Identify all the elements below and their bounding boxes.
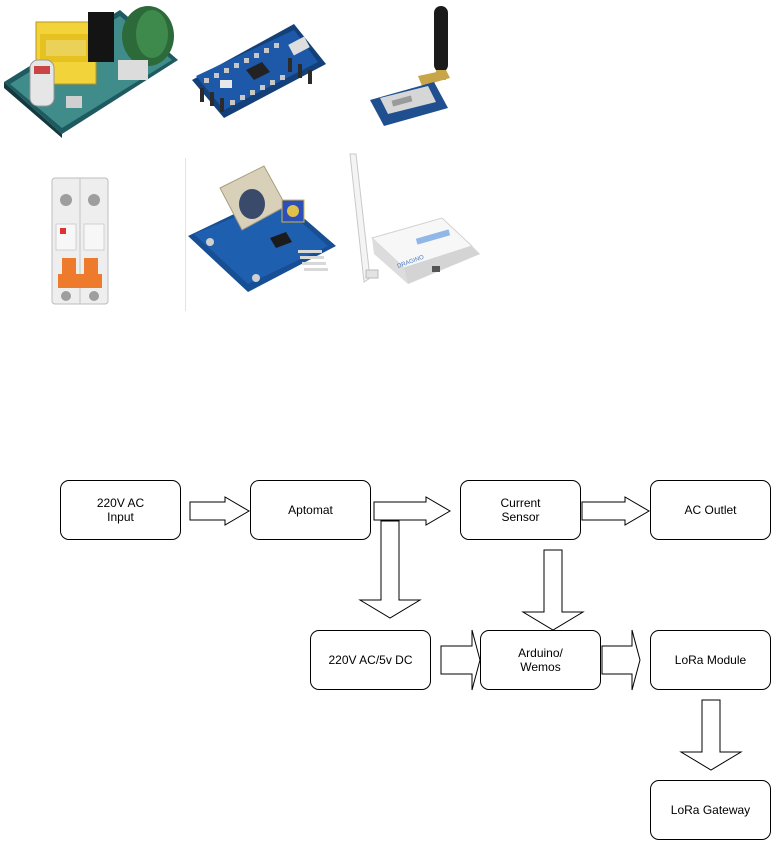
node-current-sensor: Current Sensor bbox=[460, 480, 581, 540]
node-converter: 220V AC/5v DC bbox=[310, 630, 431, 690]
current-sensor-board-photo bbox=[186, 162, 342, 302]
arrow-arduino-to-lora-module bbox=[601, 629, 641, 691]
arduino-nano-board-photo bbox=[190, 10, 330, 122]
node-lora-module: LoRa Module bbox=[650, 630, 771, 690]
node-aptomat: Aptomat bbox=[250, 480, 371, 540]
lora-gateway-router-photo: DRAGINO bbox=[346, 150, 482, 300]
node-ac-outlet: AC Outlet bbox=[650, 480, 771, 540]
ac-dc-power-supply-photo bbox=[0, 0, 182, 140]
arrow-current-sensor-to-outlet bbox=[581, 496, 650, 526]
arrow-lora-module-to-gateway bbox=[679, 699, 743, 771]
node-ac-input: 220V AC Input bbox=[60, 480, 181, 540]
arrow-converter-to-arduino bbox=[440, 629, 481, 691]
arrow-current-sensor-to-arduino bbox=[521, 549, 585, 631]
lora-module-antenna-photo bbox=[362, 2, 462, 128]
arrow-aptomat-to-current-sensor bbox=[373, 496, 451, 526]
arrow-input-to-aptomat bbox=[189, 496, 250, 526]
circuit-breaker-photo bbox=[40, 172, 120, 312]
photo-divider bbox=[185, 158, 186, 311]
node-arduino: Arduino/ Wemos bbox=[480, 630, 601, 690]
arrow-aptomat-to-converter bbox=[358, 520, 422, 619]
node-lora-gateway: LoRa Gateway bbox=[650, 780, 771, 840]
